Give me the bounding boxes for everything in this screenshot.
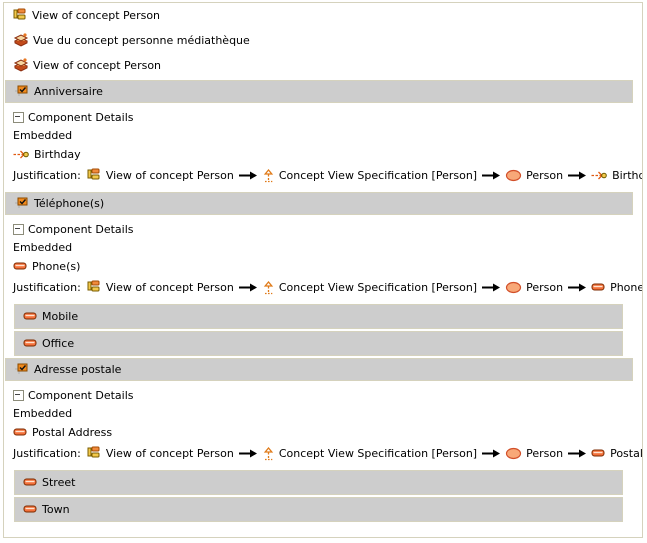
dependency-arrow-icon bbox=[13, 149, 30, 160]
sub-attribute-bar[interactable]: Town bbox=[14, 497, 623, 522]
sub-attribute-label: Mobile bbox=[42, 310, 79, 323]
justification-step-label: Birthday bbox=[612, 169, 642, 182]
concept-view-icon bbox=[13, 8, 28, 23]
justification-step-label: Concept View Specification [Person] bbox=[278, 169, 478, 182]
embedded-row: Embedded bbox=[13, 238, 642, 256]
member-row[interactable]: Birthday bbox=[13, 144, 642, 165]
justification-step-label: Phone(s) bbox=[610, 281, 642, 294]
black-arrow-icon bbox=[238, 448, 258, 459]
group-header-bar[interactable]: Téléphone(s) bbox=[5, 192, 633, 215]
justification-step-label: Person bbox=[526, 281, 564, 294]
collapse-toggle-icon[interactable] bbox=[13, 389, 24, 401]
concept-view-icon bbox=[87, 446, 102, 461]
concept-view-icon bbox=[87, 168, 102, 183]
usecase-ellipse-icon bbox=[505, 281, 522, 294]
justification-row: Justification: View of concept Person Conc… bbox=[13, 277, 642, 298]
black-arrow-icon bbox=[567, 170, 587, 181]
black-arrow-icon bbox=[567, 282, 587, 293]
package-icon bbox=[13, 58, 29, 73]
justification-label: Justification: bbox=[13, 281, 81, 294]
justification-row: Justification: View of concept Person Conc… bbox=[13, 165, 642, 186]
title-row[interactable]: View of concept Person bbox=[4, 3, 642, 28]
group-header-label: Téléphone(s) bbox=[34, 197, 105, 210]
dependency-arrow-icon bbox=[591, 170, 608, 181]
feature-check-icon bbox=[14, 362, 30, 377]
embedded-label: Embedded bbox=[13, 406, 73, 420]
embedded-row: Embedded bbox=[13, 126, 642, 144]
attribute-bar-icon bbox=[23, 311, 38, 322]
sub-attribute-label: Street bbox=[42, 476, 76, 489]
sub-attribute-label: Office bbox=[42, 337, 75, 350]
member-label: Postal Address bbox=[32, 426, 113, 439]
feature-check-icon bbox=[14, 84, 30, 99]
attribute-bar-icon bbox=[591, 282, 606, 293]
black-arrow-icon bbox=[481, 170, 501, 181]
component-details-label: Component Details bbox=[28, 110, 134, 124]
justification-step-label: View of concept Person bbox=[105, 281, 234, 294]
component-details-row[interactable]: Component Details bbox=[13, 220, 642, 238]
usecase-ellipse-icon bbox=[505, 169, 522, 182]
title-row-label: Vue du concept personne médiathèque bbox=[33, 34, 250, 47]
black-arrow-icon bbox=[238, 282, 258, 293]
title-row[interactable]: View of concept Person bbox=[4, 53, 642, 78]
collapse-toggle-icon[interactable] bbox=[13, 111, 24, 123]
black-arrow-icon bbox=[481, 448, 501, 459]
embedded-label: Embedded bbox=[13, 240, 73, 254]
group-header-label: Anniversaire bbox=[34, 85, 103, 98]
package-icon bbox=[13, 33, 29, 48]
sub-attribute-bar[interactable]: Street bbox=[14, 470, 623, 495]
attribute-bar-icon bbox=[13, 427, 28, 438]
usecase-ellipse-icon bbox=[505, 447, 522, 460]
concept-view-icon bbox=[87, 280, 102, 295]
component-details-row[interactable]: Component Details bbox=[13, 386, 642, 404]
abstraction-icon bbox=[262, 446, 275, 461]
abstraction-icon bbox=[262, 280, 275, 295]
attribute-bar-icon bbox=[13, 261, 28, 272]
black-arrow-icon bbox=[567, 448, 587, 459]
attribute-bar-icon bbox=[23, 504, 38, 515]
justification-step-label: View of concept Person bbox=[105, 447, 234, 460]
group-header-bar[interactable]: Adresse postale bbox=[5, 358, 633, 381]
member-label: Birthday bbox=[34, 148, 81, 161]
component-details-row[interactable]: Component Details bbox=[13, 108, 642, 126]
attribute-bar-icon bbox=[591, 448, 606, 459]
attribute-bar-icon bbox=[23, 338, 38, 349]
member-label: Phone(s) bbox=[32, 260, 81, 273]
component-details-label: Component Details bbox=[28, 222, 134, 236]
embedded-row: Embedded bbox=[13, 404, 642, 422]
justification-step-label: Concept View Specification [Person] bbox=[278, 447, 478, 460]
black-arrow-icon bbox=[238, 170, 258, 181]
black-arrow-icon bbox=[481, 282, 501, 293]
justification-step-label: Person bbox=[526, 169, 564, 182]
title-row-label: View of concept Person bbox=[32, 9, 161, 22]
justification-label: Justification: bbox=[13, 169, 81, 182]
attribute-bar-icon bbox=[23, 477, 38, 488]
justification-label: Justification: bbox=[13, 447, 81, 460]
component-details-label: Component Details bbox=[28, 388, 134, 402]
justification-step-label: Postal Address bbox=[610, 447, 643, 460]
justification-step-label: Person bbox=[526, 447, 564, 460]
collapse-toggle-icon[interactable] bbox=[13, 223, 24, 235]
title-row-label: View of concept Person bbox=[33, 59, 162, 72]
sub-attribute-label: Town bbox=[42, 503, 70, 516]
member-row[interactable]: Phone(s) bbox=[13, 256, 642, 277]
group-header-bar[interactable]: Anniversaire bbox=[5, 80, 633, 103]
embedded-label: Embedded bbox=[13, 128, 73, 142]
feature-check-icon bbox=[14, 196, 30, 211]
sub-attribute-bar[interactable]: Mobile bbox=[14, 304, 623, 329]
justification-step-label: View of concept Person bbox=[105, 169, 234, 182]
justification-row: Justification: View of concept Person Conc… bbox=[13, 443, 642, 464]
abstraction-icon bbox=[262, 168, 275, 183]
sub-attribute-bar[interactable]: Office bbox=[14, 331, 623, 356]
justification-step-label: Concept View Specification [Person] bbox=[278, 281, 478, 294]
title-row[interactable]: Vue du concept personne médiathèque bbox=[4, 28, 642, 53]
group-header-label: Adresse postale bbox=[34, 363, 122, 376]
member-row[interactable]: Postal Address bbox=[13, 422, 642, 443]
